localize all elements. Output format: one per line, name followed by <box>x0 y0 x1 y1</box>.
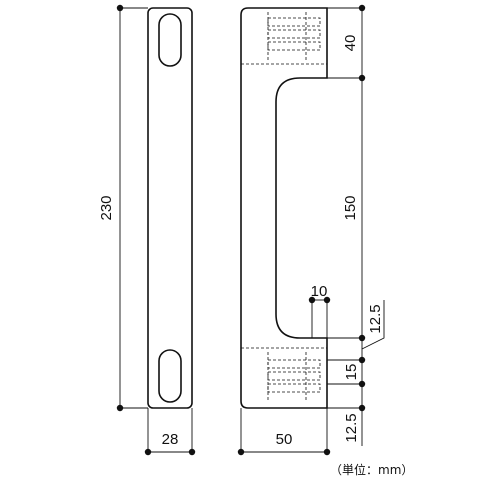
gap-dimension: 10 <box>308 283 331 338</box>
inner-step-label: 12.5 <box>367 304 384 333</box>
overall-height-label: 230 <box>98 195 115 220</box>
gap-label: 10 <box>311 283 328 300</box>
bottom-length-label: 12.5 <box>343 413 360 442</box>
hole-spacing-label: 15 <box>343 364 360 381</box>
front-depth-dimension: 50 <box>237 408 331 456</box>
side-view-outline <box>147 7 193 409</box>
top-hidden-screw-lines <box>241 12 327 65</box>
right-dimension-chain: 40 150 15 12.5 12.5 <box>327 4 385 446</box>
top-mounting-slot <box>158 13 182 67</box>
unit-note: （単位：mm） <box>330 462 413 477</box>
side-width-dimension: 28 <box>144 408 196 456</box>
side-view <box>147 7 193 409</box>
profile-outline <box>240 7 328 409</box>
grip-length-label: 150 <box>342 195 359 220</box>
profile-view <box>240 7 328 409</box>
overall-height-dimension: 230 <box>98 4 148 412</box>
top-length-label: 40 <box>342 35 359 52</box>
bottom-hidden-screw-lines <box>241 347 327 400</box>
side-width-label: 28 <box>162 431 179 448</box>
bottom-mounting-slot <box>158 349 182 403</box>
front-depth-label: 50 <box>276 431 293 448</box>
